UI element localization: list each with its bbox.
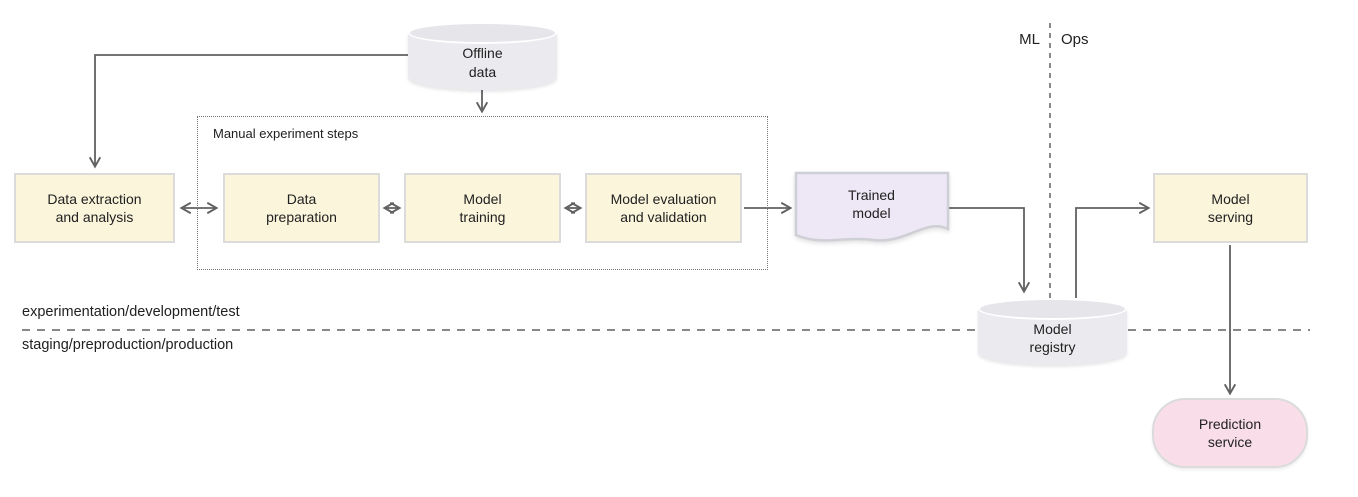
- model-registry-label: Model registry: [1029, 320, 1076, 355]
- arrow-registry-to-serving: [1075, 201, 1151, 298]
- manual-experiment-steps-group: [197, 116, 768, 270]
- ops-label: Ops: [1061, 31, 1089, 48]
- ml-label: ML: [1019, 31, 1040, 48]
- model-registry-node: Model registry: [978, 298, 1127, 365]
- model-serving-node: Model serving: [1153, 173, 1308, 243]
- manual-experiment-steps-label: Manual experiment steps: [213, 126, 359, 141]
- arrow-trained-model-to-registry: [948, 207, 1031, 294]
- data-extraction-node: Data extraction and analysis: [14, 173, 175, 243]
- model-training-node: Model training: [404, 173, 561, 243]
- arrow-offline-to-extraction: [88, 54, 408, 169]
- trained-model-shape: [794, 171, 950, 242]
- data-preparation-node: Data preparation: [223, 173, 380, 243]
- prediction-service-node: Prediction service: [1152, 398, 1308, 468]
- offline-data-label: Offline data: [462, 45, 503, 80]
- model-evaluation-node: Model evaluation and validation: [585, 173, 742, 243]
- experimentation-environment-label: experimentation/development/test: [22, 304, 240, 320]
- offline-data-node: Offline data: [408, 22, 557, 90]
- staging-environment-label: staging/preproduction/production: [22, 337, 234, 353]
- trained-model-label: Trained model: [848, 186, 895, 221]
